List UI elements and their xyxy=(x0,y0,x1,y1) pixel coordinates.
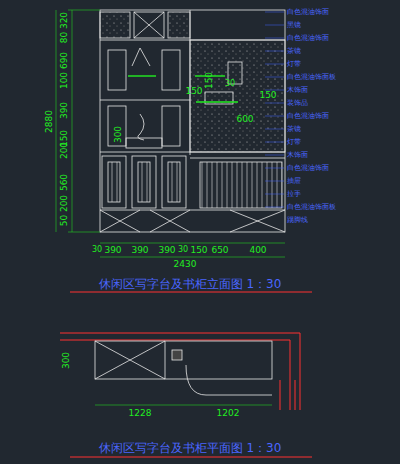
dimension-number: 390 xyxy=(131,246,148,255)
material-callout: 白色混油饰面 xyxy=(287,35,329,42)
material-callout: 踢脚线 xyxy=(287,217,308,224)
dimension-number: 2880 xyxy=(45,110,54,133)
dimension-number: 100 xyxy=(61,71,70,88)
dimension-number: 2430 xyxy=(174,260,197,269)
material-callout: 木饰面 xyxy=(287,152,308,159)
material-callout: 黑镜 xyxy=(287,22,301,29)
material-callout: 白色混油饰面 xyxy=(287,165,329,172)
drawing-title: 休闲区写字台及书柜平面图 1：30 xyxy=(99,442,282,454)
dimension-number: 1202 xyxy=(217,409,240,418)
dimension-number: 200 xyxy=(61,194,70,211)
dimension-number: 50 xyxy=(60,214,69,225)
dimension-number: 150 xyxy=(206,71,215,88)
dimension-number: 300 xyxy=(115,125,124,142)
dimension-number: 390 xyxy=(104,246,121,255)
material-callout: 木饰面 xyxy=(287,87,308,94)
dimension-number: 30 xyxy=(92,246,102,254)
material-callout: 白色混油饰面 xyxy=(287,113,329,120)
material-callout: 白色混油饰面 xyxy=(287,9,329,16)
material-callout: 灯带 xyxy=(287,139,301,146)
dimension-number: 150 xyxy=(190,246,207,255)
dimension-number: 200 xyxy=(61,141,70,158)
dimension-number: 390 xyxy=(61,101,70,118)
material-callout: 白色混油饰面板 xyxy=(287,204,336,211)
dimension-number: 30 xyxy=(178,246,188,254)
dimension-number: 1228 xyxy=(129,409,152,418)
material-callout: 装饰品 xyxy=(287,100,308,107)
material-callout: 白色混油饰面板 xyxy=(287,74,336,81)
drawing-title: 休闲区写字台及书柜立面图 1：30 xyxy=(99,278,282,290)
dimension-number: 600 xyxy=(236,115,253,124)
dimension-number: 80 xyxy=(60,31,69,42)
material-callout: 茶镜 xyxy=(287,48,301,55)
dimension-number: 320 xyxy=(61,11,70,28)
material-callout: 拉手 xyxy=(287,191,301,198)
dimension-number: 300 xyxy=(63,351,72,368)
dimension-number: 30 xyxy=(225,80,235,88)
dimension-number: 650 xyxy=(211,246,228,255)
dimension-number: 390 xyxy=(158,246,175,255)
dimension-number: 150 xyxy=(259,91,276,100)
material-callout: 抽屉 xyxy=(287,178,301,185)
dimension-number: 400 xyxy=(249,246,266,255)
material-callout: 灯带 xyxy=(287,61,301,68)
material-callout: 茶镜 xyxy=(287,126,301,133)
dimension-number: 150 xyxy=(185,87,202,96)
dimension-number: 560 xyxy=(61,173,70,190)
dimension-number: 690 xyxy=(61,51,70,68)
